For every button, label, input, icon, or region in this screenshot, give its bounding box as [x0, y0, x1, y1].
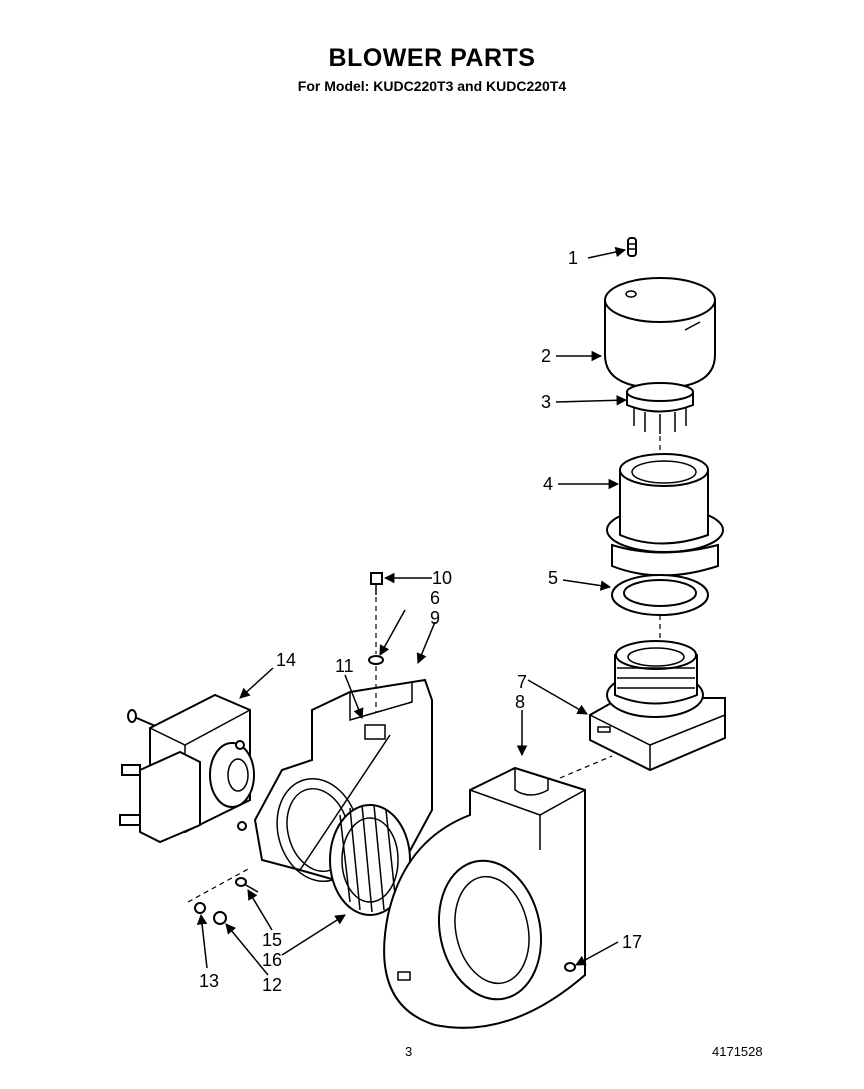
part-6-washer [368, 655, 384, 665]
callout-16: 16 [262, 950, 282, 970]
page-number: 3 [405, 1044, 413, 1059]
callout-1: 1 [568, 248, 578, 268]
callout-13: 13 [199, 971, 219, 991]
part-13-nut [194, 902, 206, 914]
model-subtitle: For Model: KUDC220T3 and KUDC220T4 [297, 78, 567, 94]
part-7-mount-bracket [589, 640, 726, 772]
callout-9: 9 [430, 608, 440, 628]
callout-4: 4 [543, 474, 553, 494]
part-8-blower-housing [383, 766, 586, 1029]
callout-15: 15 [262, 930, 282, 950]
part-3-connector [626, 382, 694, 434]
callout-6: 6 [430, 588, 440, 608]
page-title: BLOWER PARTS [328, 44, 536, 72]
part-17-nut [564, 962, 576, 972]
callout-2: 2 [541, 346, 551, 366]
callout-7: 7 [517, 672, 527, 692]
part-2-cap [604, 277, 716, 390]
callout-5: 5 [548, 568, 558, 588]
callout-8: 8 [515, 692, 525, 712]
part-10-screw [370, 572, 383, 595]
part-5-gasket [611, 574, 709, 616]
callout-10: 10 [432, 568, 452, 588]
callout-14: 14 [276, 650, 296, 670]
document-number: 4171528 [712, 1044, 763, 1059]
part-16-blower-wheel [329, 804, 411, 916]
part-14-motor [119, 693, 255, 844]
part-1-screw [627, 237, 637, 257]
part-15-screw [235, 877, 259, 893]
callout-12: 12 [262, 975, 282, 995]
part-12-nut [213, 911, 227, 925]
part-4-housing [606, 453, 724, 577]
callout-11: 11 [335, 656, 354, 676]
callout-17: 17 [622, 932, 642, 952]
callout-3: 3 [541, 392, 551, 412]
